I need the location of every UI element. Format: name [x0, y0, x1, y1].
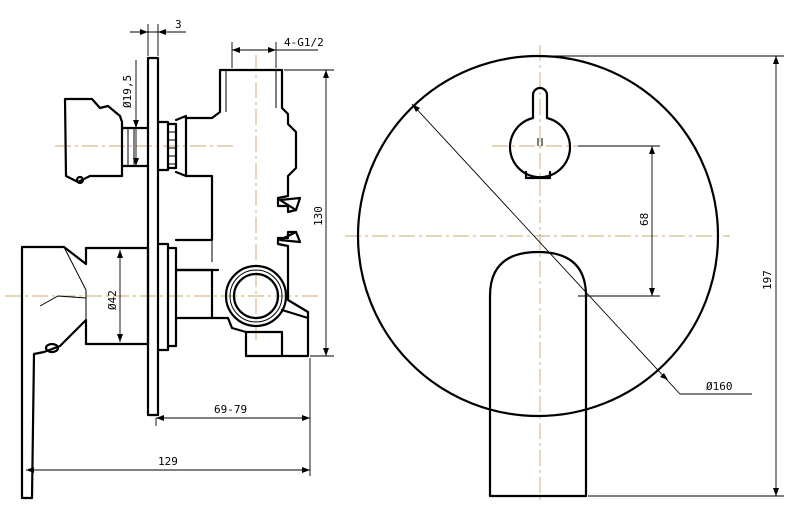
side-view: 3 4-G1/2 Ø19,5 130	[5, 18, 334, 500]
dim-knob-diameter: Ø19,5	[121, 60, 146, 167]
dim-height-130: 130	[284, 69, 334, 357]
outlet-ring-mid	[229, 269, 283, 323]
valve-body-inner	[211, 70, 277, 262]
diverter-knob-front-mark	[537, 138, 543, 146]
dim-depth-129: 129	[26, 426, 311, 476]
cover-plate	[356, 54, 720, 418]
dim-spacing-68-label: 68	[638, 213, 651, 226]
upper-coupling-threads	[168, 131, 176, 165]
dim-plate-thickness-label: 3	[175, 18, 182, 31]
mixer-handle-front	[488, 250, 588, 498]
dim-height-197-label: 197	[761, 270, 774, 290]
lower-coupling	[156, 242, 220, 352]
dim-depth-69-79-label: 69-79	[214, 403, 247, 416]
dim-handle-diameter-label: Ø42	[106, 290, 119, 310]
dim-knob-diameter-label: Ø19,5	[121, 75, 134, 108]
mixer-handle	[20, 245, 150, 500]
dim-handle-diameter: Ø42	[106, 250, 123, 342]
diverter-knob-stem-inner	[127, 128, 135, 166]
dim-depth-69-79: 69-79	[155, 358, 311, 426]
outlet-ring-outer	[224, 264, 288, 328]
valve-body	[174, 68, 310, 358]
diverter-knob-front-tab	[524, 170, 552, 180]
dim-plate-thickness: 3	[130, 18, 186, 56]
dim-spacing-68: 68	[578, 145, 660, 297]
outlet-spout	[278, 196, 302, 244]
diverter-knob-front	[508, 86, 572, 179]
wall-plate	[146, 56, 160, 417]
upper-coupling	[156, 114, 188, 178]
diverter-knob-dot	[75, 175, 85, 185]
mixer-handle-edge	[39, 246, 87, 320]
dim-thread-label: 4-G1/2	[284, 36, 324, 49]
dim-plate-diameter: Ø160	[411, 103, 752, 395]
front-view: Ø160 68 197	[345, 45, 784, 500]
diverter-knob	[63, 97, 124, 184]
dim-depth-129-label: 129	[158, 455, 178, 468]
handle-indicator	[44, 342, 60, 354]
bottom-connector	[244, 308, 310, 358]
dim-height-197: 197	[545, 55, 784, 497]
outlet-ring-inner	[232, 272, 280, 320]
dim-plate-diameter-label: Ø160	[706, 380, 733, 393]
dim-thread: 4-G1/2	[231, 36, 324, 68]
dim-height-130-label: 130	[312, 206, 325, 226]
